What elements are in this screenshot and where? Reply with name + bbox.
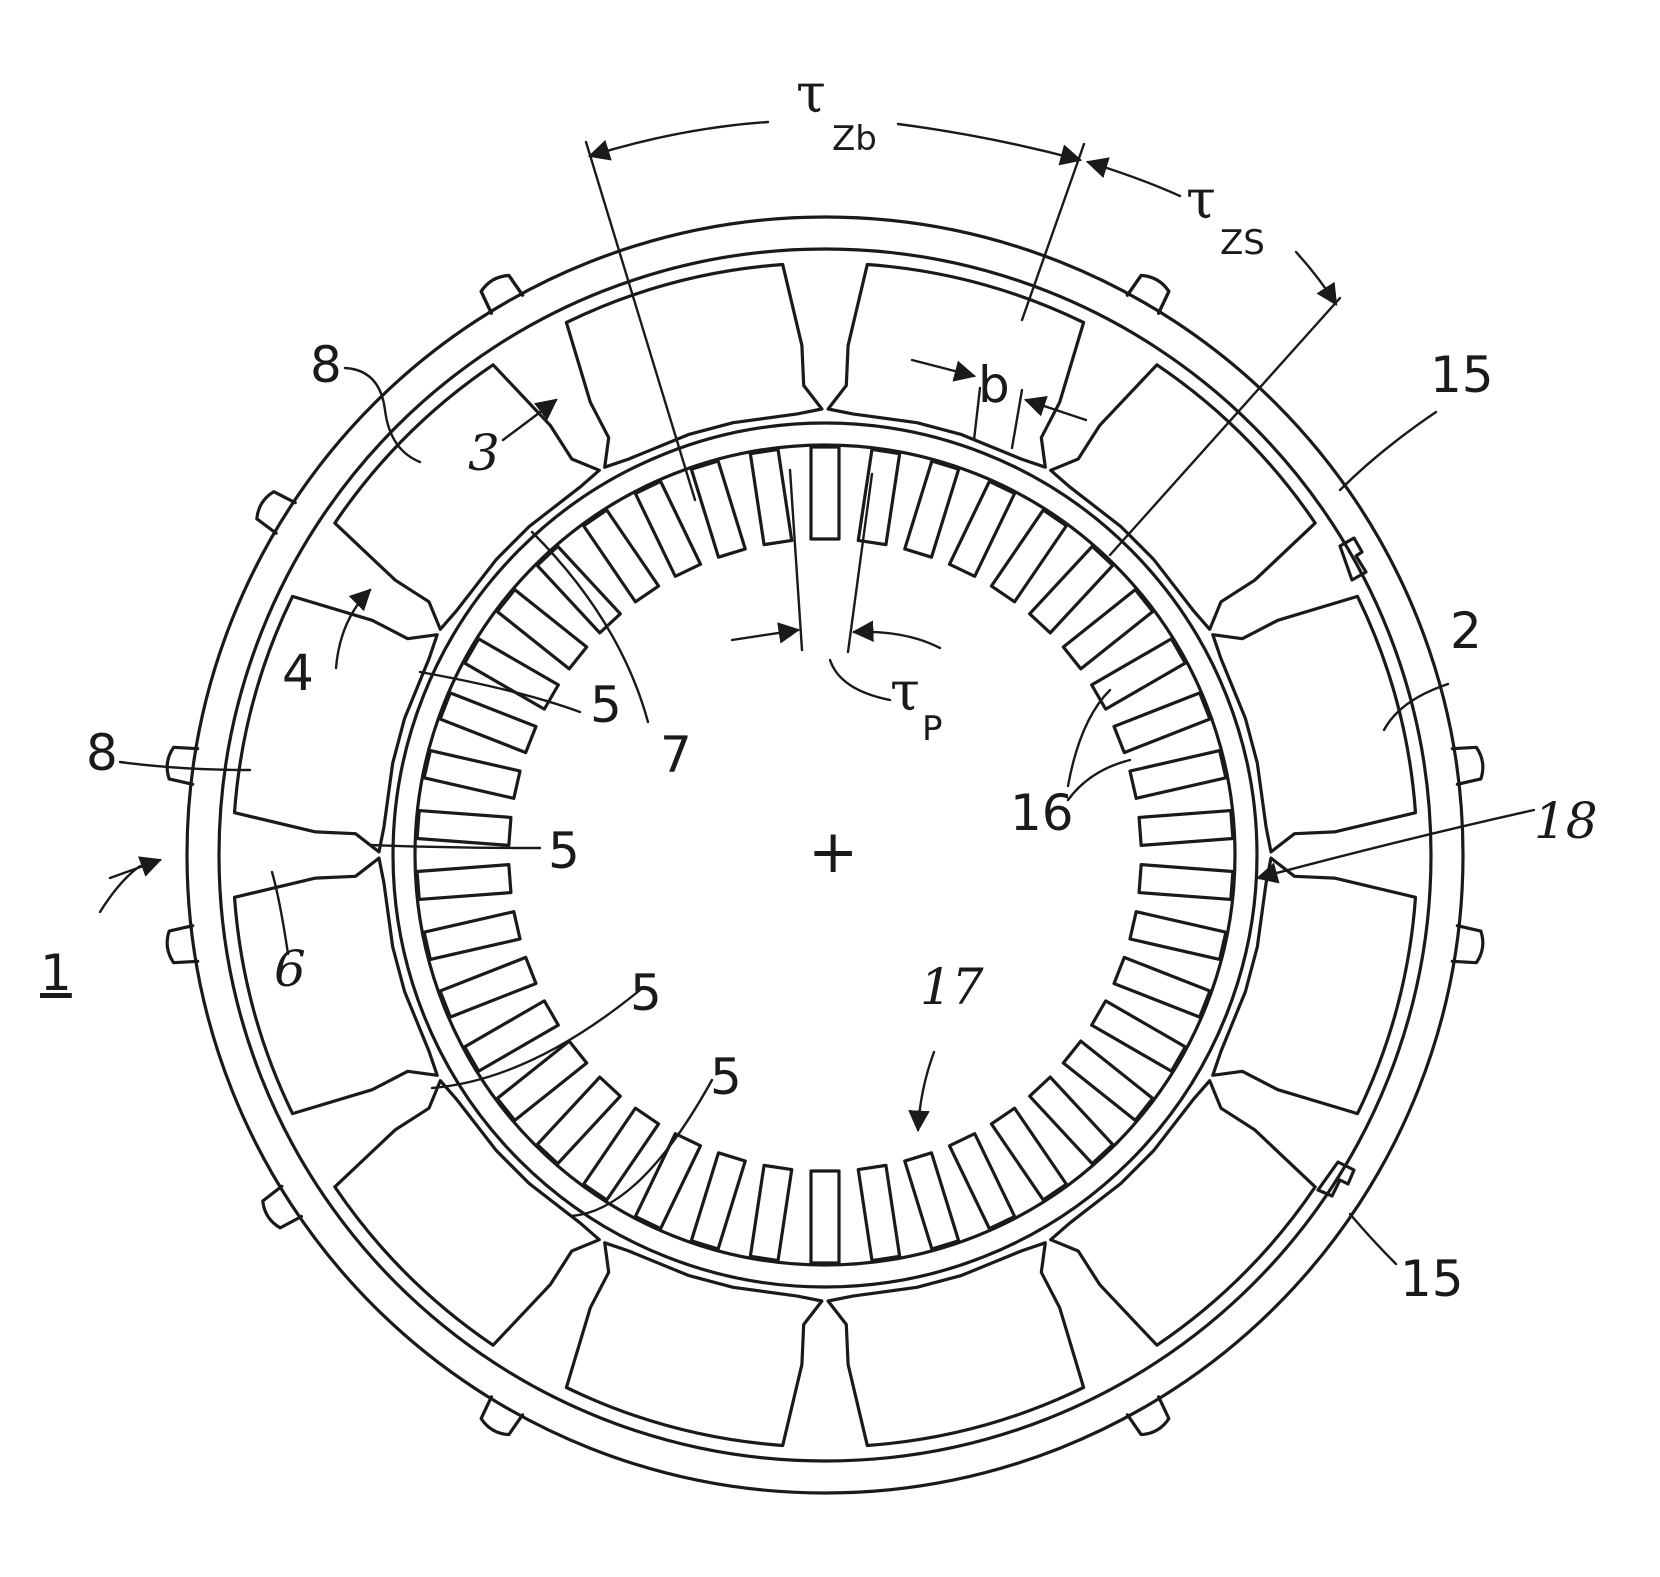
tau-zs-subscript: ZS bbox=[1220, 223, 1265, 263]
rotor-slot bbox=[424, 912, 520, 960]
label-5-upper: 5 bbox=[590, 676, 622, 734]
label-15-top: 15 bbox=[1430, 346, 1494, 404]
label-5-lower: 5 bbox=[630, 964, 662, 1022]
rotor-slot bbox=[750, 1165, 791, 1260]
tau-p-symbol: τ bbox=[890, 660, 920, 723]
label-7: 7 bbox=[660, 726, 692, 784]
rotor-slot bbox=[417, 865, 511, 900]
center-mark: + bbox=[808, 817, 858, 887]
stator-segment bbox=[828, 1243, 1084, 1446]
rotor-slot bbox=[1130, 912, 1226, 960]
tau-zb-symbol: τ bbox=[796, 62, 826, 125]
label-8-top: 8 bbox=[310, 336, 342, 394]
stator-segment bbox=[828, 265, 1084, 468]
rotor-slot bbox=[949, 481, 1014, 576]
rotor-slot bbox=[635, 481, 700, 576]
rotor-slot bbox=[1139, 865, 1233, 900]
stator-segment bbox=[235, 858, 438, 1114]
label-15-bottom: 15 bbox=[1400, 1250, 1464, 1308]
label-6: 6 bbox=[274, 940, 306, 998]
pitch-labels: τ Zb τ ZS τ P bbox=[796, 62, 1265, 749]
rotor-slot bbox=[424, 751, 520, 799]
rotor-slot bbox=[811, 1171, 839, 1263]
rotor-slot bbox=[417, 811, 511, 846]
rotor-slot bbox=[750, 449, 791, 544]
stator-segment bbox=[1213, 596, 1416, 852]
rotor-slot bbox=[1130, 751, 1226, 799]
rotor-slot bbox=[905, 1153, 959, 1249]
rotor-slot bbox=[858, 1165, 899, 1260]
label-1: 1 bbox=[40, 944, 72, 1002]
rotor-slot bbox=[1114, 957, 1210, 1017]
stator-segment bbox=[235, 596, 438, 852]
label-5-middle: 5 bbox=[548, 822, 580, 880]
rotor-slot bbox=[440, 957, 536, 1017]
rotor-slot bbox=[1114, 693, 1210, 753]
rotor-slot bbox=[691, 461, 745, 557]
label-2: 2 bbox=[1450, 602, 1482, 660]
label-8-left: 8 bbox=[86, 724, 118, 782]
pitch-dimension-zb bbox=[586, 122, 1084, 500]
rotor-slot bbox=[905, 461, 959, 557]
label-4: 4 bbox=[282, 644, 314, 702]
rotor-slot bbox=[1139, 811, 1233, 846]
label-17: 17 bbox=[920, 958, 984, 1016]
rotor-slot bbox=[691, 1153, 745, 1249]
label-5-bottom: 5 bbox=[710, 1048, 742, 1106]
stator-segment bbox=[566, 1243, 822, 1446]
tau-zb-subscript: Zb bbox=[832, 119, 877, 159]
rotor-slot bbox=[949, 1134, 1014, 1229]
stator-segment bbox=[1213, 858, 1416, 1114]
stator-segment bbox=[566, 265, 822, 468]
rotor-slot bbox=[811, 447, 839, 539]
label-18: 18 bbox=[1534, 792, 1598, 850]
label-16: 16 bbox=[1010, 784, 1074, 842]
tau-p-subscript: P bbox=[922, 709, 943, 749]
rotor-slot bbox=[440, 693, 536, 753]
label-3: 3 bbox=[468, 424, 500, 482]
label-b: b bbox=[978, 356, 1010, 414]
tau-zs-symbol: τ bbox=[1186, 168, 1216, 231]
